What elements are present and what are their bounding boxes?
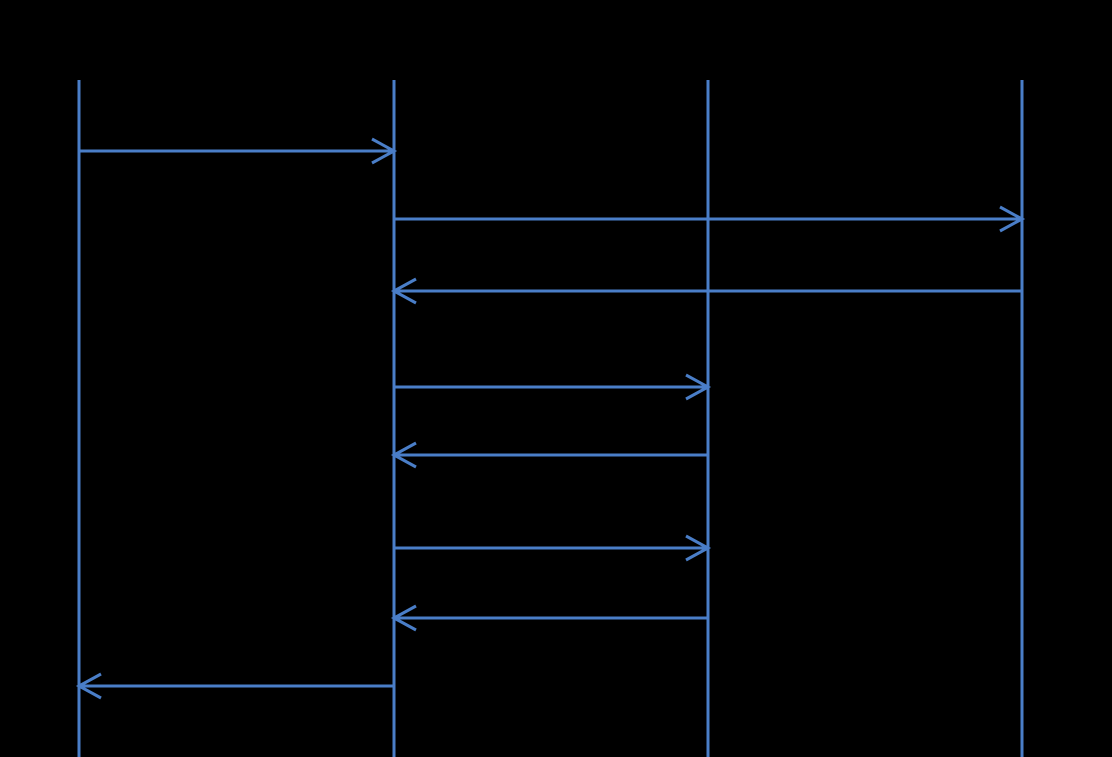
arrow-head-6 bbox=[685, 534, 712, 562]
message-5 bbox=[390, 441, 708, 469]
message-8 bbox=[75, 672, 394, 700]
arrow-head-1 bbox=[371, 137, 398, 165]
arrow-head-8 bbox=[75, 672, 102, 700]
message-2 bbox=[394, 205, 1026, 233]
arrow-head-4 bbox=[685, 373, 712, 401]
arrow-head-7 bbox=[390, 604, 417, 632]
messages-group bbox=[75, 137, 1026, 700]
arrow-head-5 bbox=[390, 441, 417, 469]
message-3 bbox=[390, 277, 1022, 305]
message-1 bbox=[79, 137, 398, 165]
message-6 bbox=[394, 534, 712, 562]
arrow-head-2 bbox=[999, 205, 1026, 233]
message-7 bbox=[390, 604, 708, 632]
message-4 bbox=[394, 373, 712, 401]
lifelines-group bbox=[77, 80, 1024, 757]
arrow-head-3 bbox=[390, 277, 417, 305]
